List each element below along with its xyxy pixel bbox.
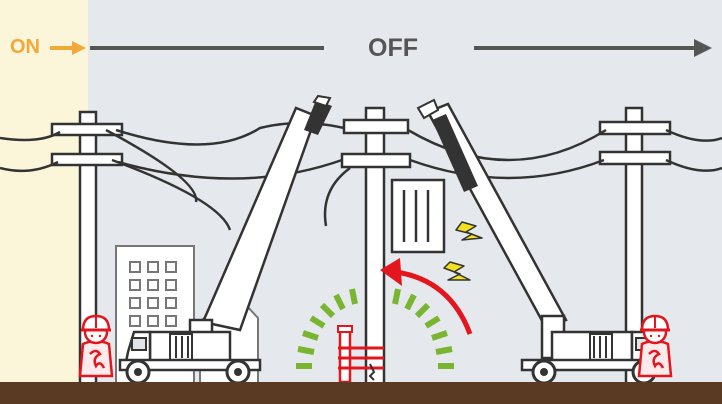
spark-icon: [443, 221, 483, 281]
utility-pole-right: [598, 106, 672, 386]
on-label: ON: [10, 36, 40, 58]
transformer: [390, 178, 446, 254]
bucket-truck-right: [416, 98, 664, 385]
off-arrow-right-segment: [474, 39, 712, 57]
bucket-truck-left: [118, 94, 332, 385]
worker-left: [78, 314, 114, 378]
safety-zone-arc: [296, 288, 454, 369]
ground: [0, 382, 722, 404]
worker-right: [637, 314, 673, 378]
on-zone-background: [0, 0, 88, 404]
off-label: OFF: [368, 34, 418, 62]
on-arrow: [50, 41, 86, 55]
utility-pole-center: [340, 106, 412, 386]
rotation-arrow: [380, 258, 473, 335]
